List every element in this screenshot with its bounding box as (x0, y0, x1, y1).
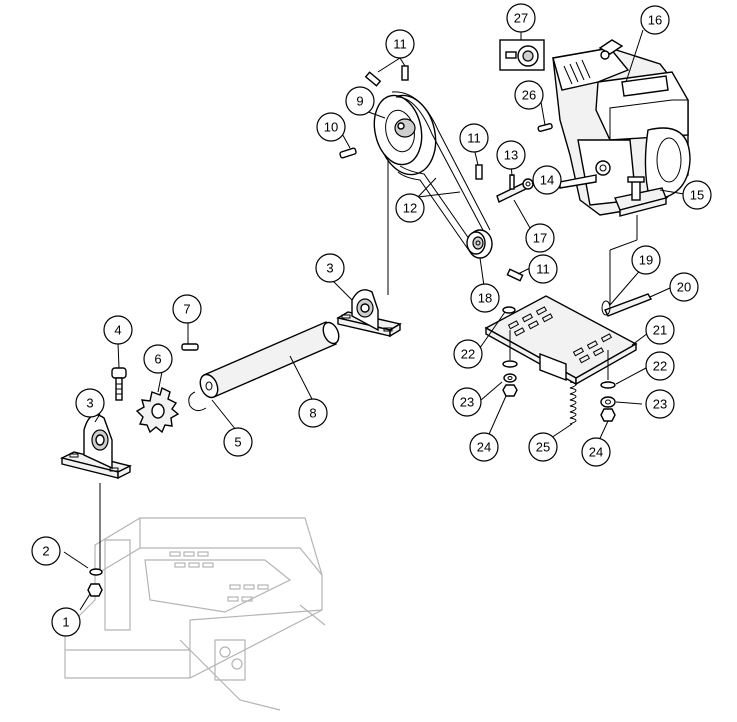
svg-text:1: 1 (62, 615, 69, 630)
svg-text:15: 15 (690, 188, 704, 203)
clutch-inset (499, 39, 545, 71)
callout-22-right: 22 (645, 351, 675, 381)
drive-pulley (466, 229, 493, 259)
compression-spring (569, 381, 577, 425)
callout-18: 18 (470, 283, 500, 313)
engine (552, 39, 691, 217)
svg-text:3: 3 (86, 396, 93, 411)
engine-base-plate (484, 295, 638, 386)
pillow-block-bearing-right (336, 289, 402, 338)
snap-ring (188, 391, 207, 412)
callout-19: 19 (631, 245, 661, 275)
callout-26: 26 (514, 80, 544, 110)
sprocket-gear (135, 386, 180, 434)
idler-bracket (496, 174, 534, 203)
callout-7: 7 (172, 294, 202, 324)
svg-text:22: 22 (653, 359, 667, 374)
svg-text:12: 12 (403, 201, 417, 216)
callout-20: 20 (669, 272, 699, 302)
callout-9: 9 (345, 86, 375, 116)
svg-text:7: 7 (183, 302, 190, 317)
hinge-pin (604, 293, 653, 317)
svg-text:27: 27 (514, 11, 528, 26)
svg-text:16: 16 (648, 13, 662, 28)
frame-hardware (87, 483, 103, 597)
driven-pulley (373, 94, 437, 176)
callout-23-right: 23 (645, 389, 675, 419)
callout-2: 2 (31, 536, 61, 566)
callout-24-left: 24 (469, 432, 499, 462)
callout-21: 21 (645, 315, 675, 345)
svg-text:23: 23 (653, 397, 667, 412)
svg-text:6: 6 (154, 352, 161, 367)
svg-text:13: 13 (504, 148, 518, 163)
machine-frame-ghost (64, 517, 326, 711)
plate-slots (507, 306, 613, 364)
callout-10: 10 (316, 112, 346, 142)
svg-text:2: 2 (42, 544, 49, 559)
dowel-pin (339, 147, 357, 159)
svg-text:24: 24 (477, 440, 491, 455)
svg-text:19: 19 (639, 253, 653, 268)
hair-clip (601, 300, 611, 316)
svg-text:10: 10 (324, 120, 338, 135)
shaft-key (181, 343, 199, 351)
svg-text:21: 21 (653, 323, 667, 338)
callout-11-bottom: 11 (528, 254, 558, 284)
svg-text:14: 14 (540, 173, 554, 188)
svg-text:22: 22 (461, 347, 475, 362)
callout-11-top: 11 (385, 29, 415, 59)
svg-text:18: 18 (478, 291, 492, 306)
plate-hardware-left (502, 306, 518, 397)
callout-24-right: 24 (581, 437, 611, 467)
callout-22-left: 22 (453, 339, 483, 369)
callout-11-middle: 11 (459, 123, 489, 153)
callout-5: 5 (223, 427, 253, 457)
callout-27: 27 (506, 3, 536, 33)
svg-text:4: 4 (114, 323, 121, 338)
callout-3-right: 3 (315, 253, 345, 283)
callout-4: 4 (103, 315, 133, 345)
plate-hardware-right (600, 350, 616, 422)
svg-text:11: 11 (393, 37, 407, 52)
engine-pin (537, 123, 553, 132)
svg-text:26: 26 (522, 88, 536, 103)
callout-12: 12 (395, 193, 425, 223)
callout-1: 1 (51, 607, 81, 637)
svg-text:9: 9 (356, 94, 363, 109)
v-belt (391, 91, 491, 253)
engine-fins (563, 59, 591, 85)
callout-8: 8 (298, 398, 328, 428)
svg-text:5: 5 (234, 435, 241, 450)
callout-3-left: 3 (75, 388, 105, 418)
svg-text:11: 11 (536, 262, 550, 277)
callout-23-left: 23 (452, 387, 482, 417)
callout-16: 16 (640, 5, 670, 35)
callout-14: 14 (532, 165, 562, 195)
roller-shaft (199, 321, 340, 399)
callout-6: 6 (143, 344, 173, 374)
frame-slots-top (169, 551, 269, 602)
svg-text:3: 3 (326, 261, 333, 276)
carriage-bolt (111, 367, 127, 401)
callout-13: 13 (496, 140, 526, 170)
svg-text:20: 20 (677, 280, 691, 295)
callout-25: 25 (528, 432, 558, 462)
callout-17: 17 (525, 223, 555, 253)
svg-text:24: 24 (589, 445, 603, 460)
callout-15: 15 (682, 180, 712, 210)
svg-text:17: 17 (533, 231, 547, 246)
pillow-block-bearing-left (59, 414, 133, 480)
svg-text:8: 8 (309, 406, 316, 421)
svg-text:23: 23 (460, 395, 474, 410)
svg-text:25: 25 (536, 440, 550, 455)
svg-text:11: 11 (467, 131, 481, 146)
